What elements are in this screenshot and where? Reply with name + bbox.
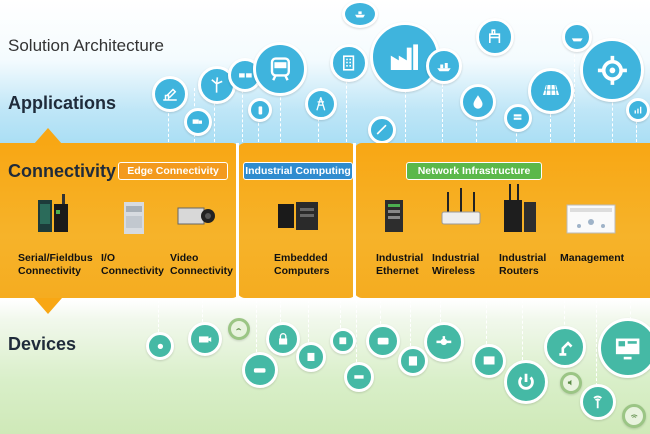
ship-small-icon (562, 22, 592, 52)
industrial-ethernet-label: Industrial Ethernet (376, 252, 424, 277)
connectivity-label: Connectivity (8, 161, 117, 181)
io-device-icon (124, 202, 144, 234)
train-icon (253, 42, 307, 96)
robot-arm-icon (544, 326, 586, 368)
divider (236, 143, 239, 298)
chart-icon (626, 98, 650, 122)
ship-icon (342, 0, 378, 28)
embedded-computer-icon (278, 202, 318, 230)
speaker-icon (560, 372, 582, 394)
io-connectivity-label: I/O Connectivity (101, 252, 165, 277)
monitoring-screen-icon (598, 318, 650, 378)
embedded-computers-label: Embedded Computers (274, 252, 330, 277)
network-gear-icon (580, 38, 644, 102)
data-center-icon (504, 104, 532, 132)
vehicle-icon (242, 352, 278, 388)
devices-notch (34, 298, 62, 314)
wireless-ap-icon (441, 188, 481, 225)
ethernet-switch-icon (385, 200, 403, 232)
highway-icon (368, 116, 396, 144)
oil-tanker-icon (426, 48, 462, 84)
management-software-icon (566, 204, 616, 234)
building-icon (330, 44, 368, 82)
applications-notch (34, 128, 62, 144)
plc-icon (330, 328, 356, 354)
antenna-icon (580, 384, 616, 420)
applications-label: Applications (8, 93, 117, 113)
edge-connectivity-tag: Edge Connectivity (118, 162, 228, 180)
video-device-icon (177, 207, 215, 225)
solar-panel-icon (528, 68, 574, 114)
wifi-icon (622, 404, 646, 428)
video-connectivity-label: Video Connectivity (170, 252, 234, 277)
meter-icon (296, 342, 326, 372)
wireless-signal-icon (228, 318, 250, 340)
offshore-rig-icon (476, 18, 514, 56)
power-tower-icon (305, 88, 337, 120)
divider (353, 143, 356, 298)
bus-icon (366, 324, 400, 358)
water-drop-icon (460, 84, 496, 120)
traffic-light-icon (248, 98, 272, 122)
power-icon (504, 360, 548, 404)
serial-device-icon (38, 194, 68, 232)
controller-icon (344, 362, 374, 392)
diagram-title: Solution Architecture (8, 36, 164, 55)
industrial-routers-label: Industrial Routers (499, 252, 547, 277)
devices-label: Devices (8, 334, 77, 354)
network-infrastructure-tag: Network Infrastructure (406, 162, 542, 180)
truck-icon (184, 108, 212, 136)
industrial-wireless-label: Industrial Wireless (432, 252, 480, 277)
panel-icon (398, 346, 428, 376)
hmi-icon (472, 344, 506, 378)
valve-icon (424, 322, 464, 362)
lock-icon (266, 322, 300, 356)
management-label: Management (560, 252, 625, 264)
sensor-icon (146, 332, 174, 360)
serial-fieldbus-label: Serial/Fieldbus Connectivity (18, 252, 93, 277)
router-icon (504, 184, 536, 232)
industrial-computing-tag: Industrial Computing (243, 162, 353, 180)
camera-icon (188, 322, 222, 356)
oil-pump-icon (152, 76, 188, 112)
